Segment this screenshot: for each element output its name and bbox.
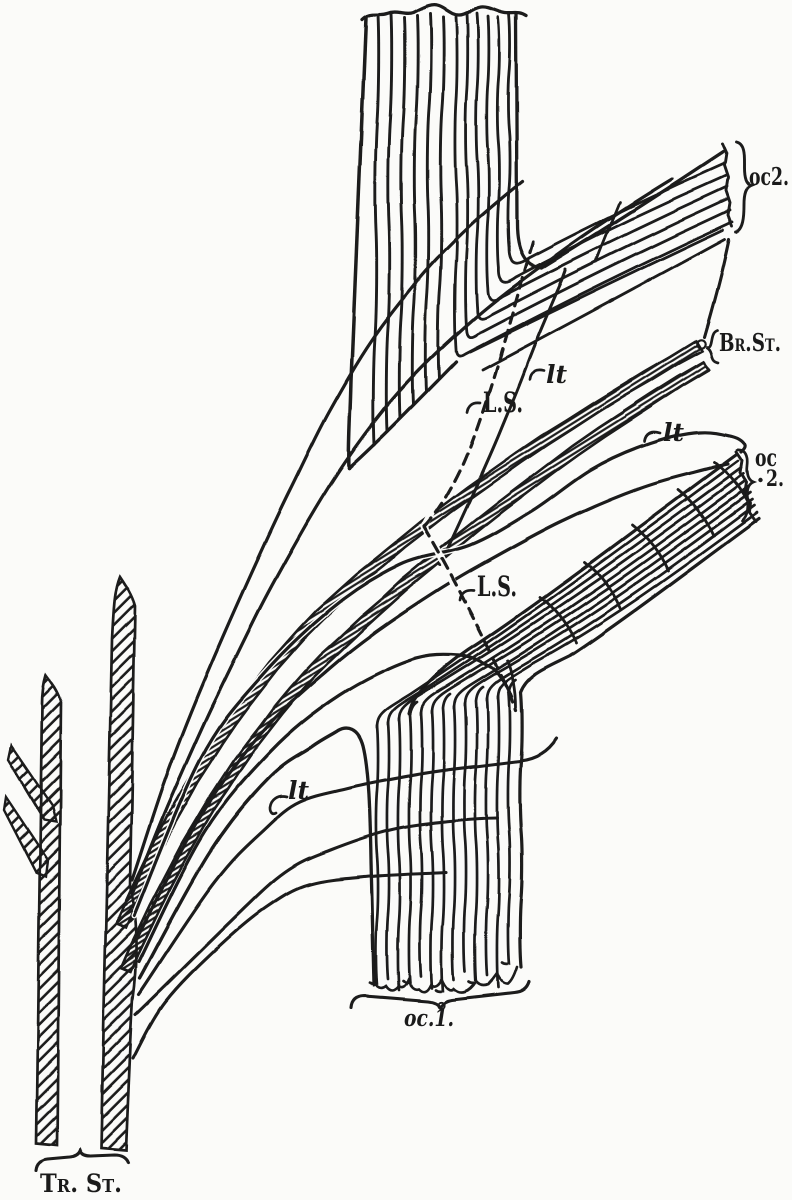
oc2-band-lower-line bbox=[480, 237, 727, 372]
leaf-trace-crossing bbox=[137, 737, 558, 996]
ls-upper-leader bbox=[465, 401, 482, 415]
top-column-bottom-edge bbox=[347, 360, 458, 470]
band-top-edge bbox=[407, 453, 738, 716]
band-line bbox=[419, 479, 747, 717]
band-line bbox=[386, 466, 743, 727]
oc1-bracket bbox=[349, 980, 531, 1010]
branch-stele-top-curve bbox=[702, 237, 731, 339]
label-oc2-top: oc2. bbox=[749, 162, 789, 191]
lt-lower-leader bbox=[268, 795, 289, 816]
top-column-hook-band-line bbox=[495, 15, 728, 284]
diagram-labels: oc2. Br.St. lt L.S. lt oc 2. L.S. lt oc.… bbox=[40, 162, 789, 1198]
top-column-left-edge bbox=[346, 16, 368, 470]
trunk-stele-strip-right bbox=[99, 574, 138, 1152]
top-column-hook-band-line bbox=[474, 11, 730, 321]
leaf-trace-curve-2b bbox=[438, 267, 568, 567]
oc-right-leader-dot bbox=[757, 478, 763, 484]
band-line bbox=[463, 498, 754, 707]
top-column-line bbox=[384, 12, 394, 434]
band-inner-corner-line bbox=[518, 517, 761, 969]
band-tick bbox=[630, 523, 670, 573]
bottom-column-line bbox=[385, 721, 391, 981]
top-column-right-edge-and-band-top bbox=[514, 13, 725, 270]
top-column-hook-band-line bbox=[453, 15, 734, 358]
label-ls-middle: L.S. bbox=[477, 570, 517, 603]
column-shoulder-arch bbox=[138, 727, 376, 987]
label-lt-middle: lt bbox=[663, 418, 684, 447]
top-column-line bbox=[371, 13, 381, 447]
diagram-strokes bbox=[2, 3, 763, 1172]
oc2-band-lower-line bbox=[468, 228, 725, 354]
label-oc1-bottom: oc.1. bbox=[404, 1005, 454, 1032]
top-column-line bbox=[410, 14, 420, 407]
bottom-column-line bbox=[462, 701, 468, 974]
band-tick bbox=[676, 488, 716, 538]
label-tr-st: Tr. St. bbox=[40, 1169, 122, 1198]
branch-stele-strip-lower bbox=[119, 360, 711, 974]
bottom-column-line bbox=[451, 704, 457, 982]
trunk-stele-strip-left bbox=[34, 672, 63, 1147]
label-oc-right-2: 2. bbox=[766, 466, 784, 492]
leaf-trace-crossing bbox=[131, 870, 448, 1060]
leaf-trace-curve-4 bbox=[135, 462, 730, 940]
band-line bbox=[496, 511, 759, 700]
top-column-line bbox=[397, 16, 407, 421]
band-line bbox=[430, 485, 750, 715]
top-column-top-edge bbox=[360, 3, 528, 22]
leaf-trace-curve-3 bbox=[132, 430, 747, 918]
trunk-stele-fork-prong bbox=[6, 743, 58, 824]
trunk-stele-fork-prong bbox=[2, 793, 50, 878]
bottom-column-line bbox=[396, 717, 402, 992]
band-tick bbox=[583, 560, 622, 610]
top-column-hook-band-line bbox=[506, 12, 726, 265]
label-lt-upper: lt bbox=[546, 360, 567, 389]
oc2-bracket bbox=[734, 140, 757, 234]
lt-upper-leader bbox=[528, 369, 546, 381]
label-br-st: Br.St. bbox=[719, 328, 781, 357]
band-line bbox=[452, 491, 752, 710]
top-column-line bbox=[423, 12, 433, 394]
ls-middle-leader bbox=[458, 588, 476, 602]
band-tick bbox=[506, 658, 518, 709]
oc2-right-cut-edge bbox=[734, 450, 758, 524]
branch-stele-tip-cap bbox=[695, 338, 707, 350]
bottom-column-line bbox=[418, 711, 424, 978]
bottom-column-line bbox=[401, 700, 419, 984]
band-line bbox=[397, 472, 745, 723]
label-lt-lower: lt bbox=[288, 776, 309, 805]
oc2-cut-edge bbox=[720, 142, 734, 228]
top-column-hook-band-line bbox=[485, 14, 729, 302]
br-st-bracket bbox=[705, 328, 720, 365]
bottom-column-line bbox=[434, 692, 452, 993]
label-oc-right-1: oc bbox=[755, 443, 777, 472]
bottom-column-line bbox=[495, 694, 501, 990]
bottom-column-line bbox=[500, 677, 518, 966]
band-line bbox=[375, 459, 740, 730]
bottom-column-line bbox=[467, 685, 485, 985]
bottom-column-line bbox=[429, 709, 435, 990]
label-ls-upper: L.S. bbox=[483, 386, 523, 419]
leaf-trace-curve-2 bbox=[131, 177, 674, 894]
leaf-trace-curve-5 bbox=[137, 652, 514, 964]
leaf-scar-dashed-upper bbox=[422, 240, 535, 529]
band-tick bbox=[538, 595, 578, 645]
oc1-bracket-ornament bbox=[436, 1000, 446, 1010]
bottom-column-ragged-bottom bbox=[372, 965, 519, 994]
oc-right-bracket bbox=[735, 448, 757, 523]
leaf-trace-curve-1 bbox=[130, 179, 525, 882]
lt-middle-leader bbox=[642, 430, 662, 443]
oc2-band-tick bbox=[594, 200, 622, 264]
band-line bbox=[485, 504, 756, 702]
tr-st-bracket bbox=[34, 1146, 130, 1172]
leaf-scar-dashed-lower bbox=[422, 525, 518, 712]
bottom-column-line bbox=[484, 696, 490, 978]
top-column-hook-band-line bbox=[464, 11, 732, 339]
top-column-line bbox=[436, 15, 446, 381]
leaf-trace-crossing bbox=[134, 816, 499, 1016]
